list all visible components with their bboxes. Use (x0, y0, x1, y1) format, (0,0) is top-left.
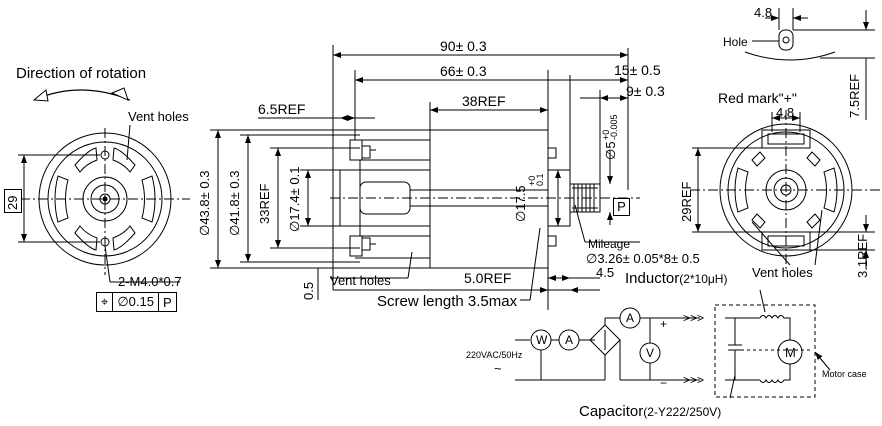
meter-a: A (565, 333, 574, 347)
dim-29ref: 29REF (679, 181, 694, 222)
datum-p: P (617, 199, 626, 214)
capacitor-label: Capacitor (579, 403, 644, 420)
dim-dia-5-tol-bot: -0.005 (609, 114, 619, 140)
dim-dia-17-5: ∅17.5 (513, 185, 528, 222)
rotation-label: Direction of rotation (16, 65, 147, 82)
front-view (18, 87, 190, 283)
position-symbol-icon: ⌖ (97, 293, 114, 311)
dim-shaft-9: 9± 0.3 (626, 83, 665, 99)
dim-dia-5: ∅5 (603, 141, 618, 160)
dim-0-5: 0.5 (301, 281, 316, 300)
dim-38ref: 38REF (462, 93, 506, 109)
dim-3-1ref: 3.1REF (855, 233, 870, 278)
capacitor: Capacitor(2-Y222/250V) (579, 404, 721, 420)
side-vent-holes-label: Vent holes (330, 273, 391, 288)
mileage-label: Mileage (588, 237, 631, 251)
dim-5-0ref: 5.0REF (464, 270, 512, 286)
rear-vent-holes-label: Vent holes (752, 265, 813, 280)
mount-label: 2-M4.0*0.7 (118, 274, 182, 289)
motor-case-label: Motor case (822, 369, 867, 379)
test-circuit (515, 289, 831, 399)
inductor: Inductor(2*10μH) (625, 271, 727, 287)
meter-a2: A (626, 311, 635, 325)
dim-dia-43-8: ∅43.8± 0.3 (197, 170, 212, 236)
dim-29: 29 (5, 195, 20, 210)
motor-symbol: M (785, 345, 796, 360)
dim-65ref: 6.5REF (258, 101, 306, 117)
arrows-top: >>> (683, 311, 705, 325)
hole-label: Hole (723, 35, 748, 49)
shaft-spec: ∅3.26± 0.05*8± 0.5 (586, 251, 700, 266)
tol-diameter: ∅0.15 (113, 293, 159, 311)
meter-v: V (646, 346, 655, 360)
side-view (210, 45, 640, 310)
dim-dia-17-4: ∅17.4± 0.1 (287, 166, 302, 232)
dim-4-5: 4.5 (596, 265, 615, 280)
dim-overall: 90± 0.3 (440, 38, 487, 54)
dim-33ref: 33REF (257, 183, 272, 224)
rear-view (690, 8, 880, 272)
capacitor-spec: (2-Y222/250V) (643, 405, 722, 419)
red-mark-label: Red mark"+" (718, 90, 797, 106)
meter-w: W (536, 333, 548, 347)
arrows-bottom: >>> (683, 373, 705, 387)
plus-sign: + (660, 317, 668, 331)
tol-datum: P (162, 294, 172, 310)
screw-length-label: Screw length 3.5max (377, 293, 518, 310)
supply-label: 220VAC/50Hz (466, 350, 523, 360)
minus-sign: − (660, 376, 668, 390)
dim-dia-17-5-tol-bot: 0.1 (535, 173, 545, 186)
dim-4-8-top: 4.8 (754, 5, 773, 20)
position-tolerance: ⌖ ∅0.15 P (96, 292, 177, 312)
front-vent-holes-label: Vent holes (128, 109, 189, 124)
datum-p-box: P (613, 198, 630, 216)
dim-4-8: 4.8 (776, 105, 795, 120)
inductor-label: Inductor (625, 270, 680, 287)
inductor-spec: (2*10μH) (679, 272, 728, 286)
dim-body: 66± 0.3 (440, 63, 487, 79)
dim-shaft-15: 15± 0.5 (614, 62, 661, 78)
dim-7-5ref: 7.5REF (847, 73, 862, 118)
dim-29-box: 29 (4, 189, 22, 213)
dim-dia-41-8: ∅41.8± 0.3 (227, 170, 242, 236)
supply-symbol: ~ (494, 361, 502, 376)
